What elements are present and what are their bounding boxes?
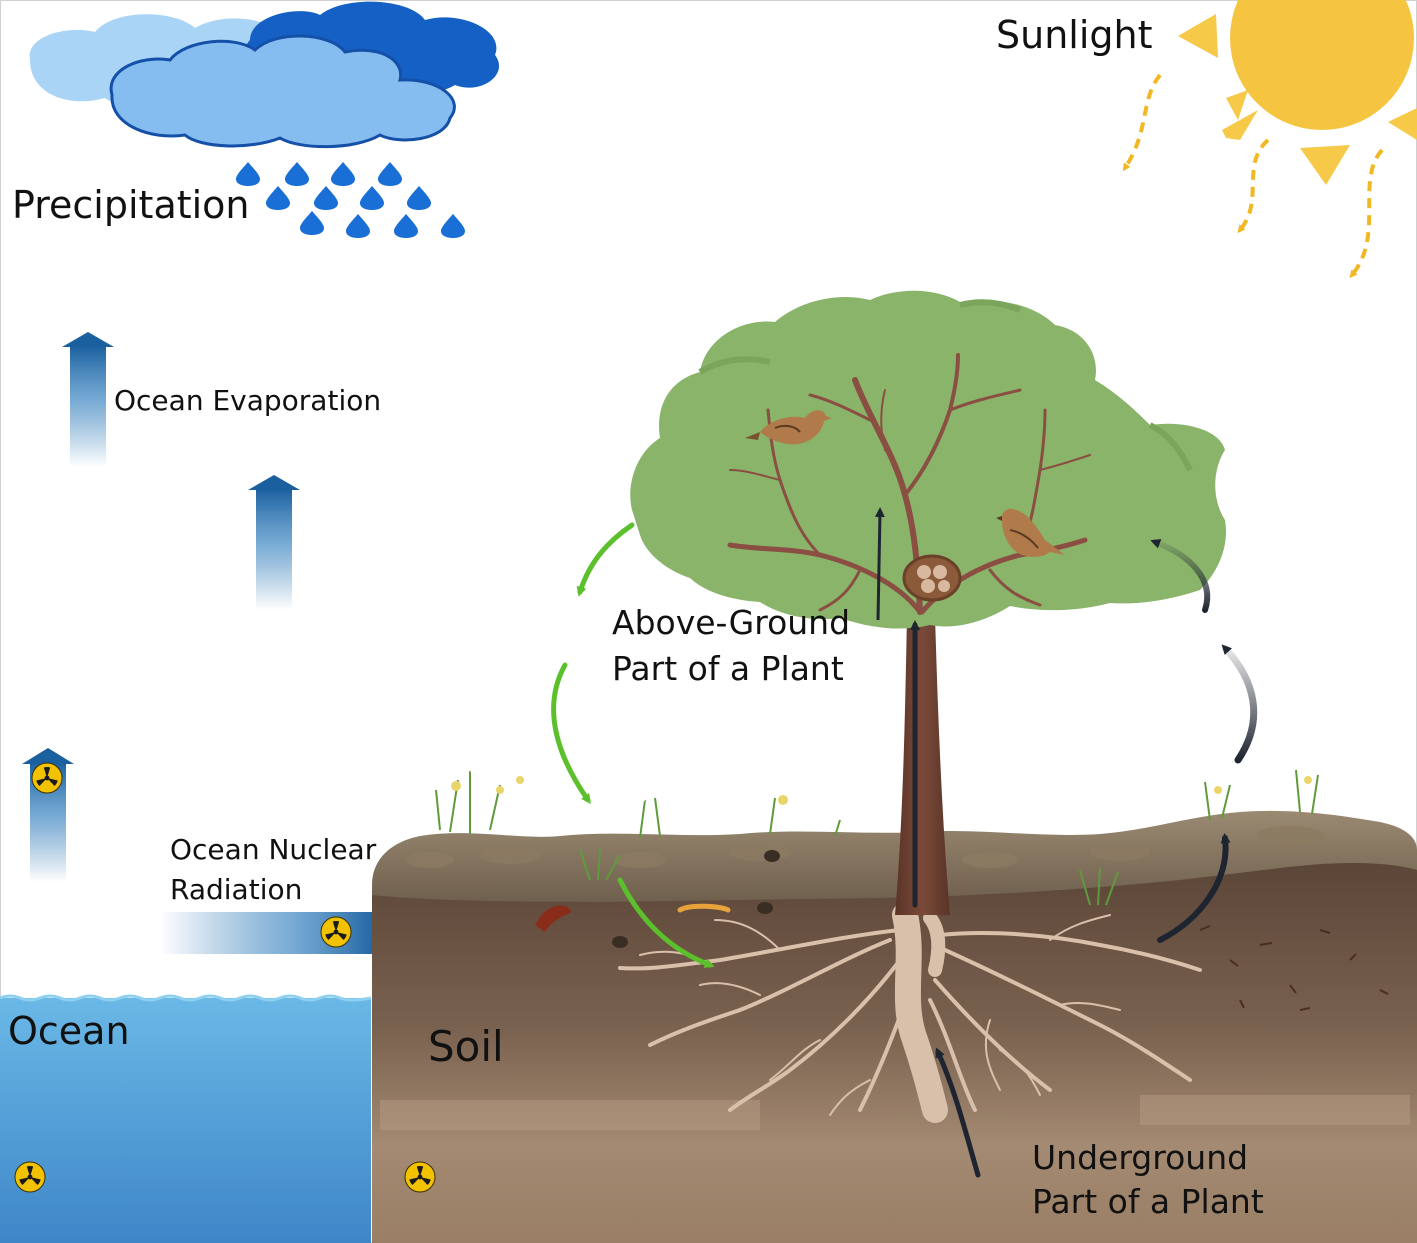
ocean-evaporation-label: Ocean Evaporation [114,384,382,417]
precipitation-label: Precipitation [12,183,250,227]
ocean-nuclear-radiation-line-2: Radiation [170,873,303,906]
ocean-area [0,994,372,1243]
ocean-label: Ocean [8,1009,130,1053]
radiation-icon [14,1161,46,1193]
underground-label: Underground Part of a Plant [1032,1136,1264,1224]
sun-icon [1122,0,1417,279]
bird-icon [996,508,1065,557]
above-ground-label: Above-Ground Part of a Plant [612,600,850,692]
soil-area [372,758,1417,1243]
radiation-icon [31,762,63,794]
raindrop-icon [236,162,465,238]
nest-icon [902,554,962,602]
cloud-icon [29,1,500,149]
underground-line-1: Underground [1032,1138,1249,1177]
sunlight-label: Sunlight [996,13,1153,57]
dark-flow-arrows [910,539,1258,1178]
bird-icon [745,410,832,445]
above-ground-line-1: Above-Ground [612,603,851,642]
green-flow-arrows [551,522,715,968]
ocean-nuclear-radiation-label: Ocean Nuclear Radiation [170,830,376,910]
radiation-icon [320,916,352,948]
evaporation-arrow-2 [248,475,300,610]
soil-label: Soil [428,1022,504,1071]
nuclear-radiation-arrow [160,902,406,964]
tree-roots [618,902,1202,1123]
radiation-icon [404,1161,436,1193]
ocean-nuclear-radiation-line-1: Ocean Nuclear [170,833,377,866]
tree-trunk [895,615,950,915]
evaporation-arrow-1 [62,332,114,467]
above-ground-line-2: Part of a Plant [612,649,844,688]
underground-line-2: Part of a Plant [1032,1182,1264,1221]
